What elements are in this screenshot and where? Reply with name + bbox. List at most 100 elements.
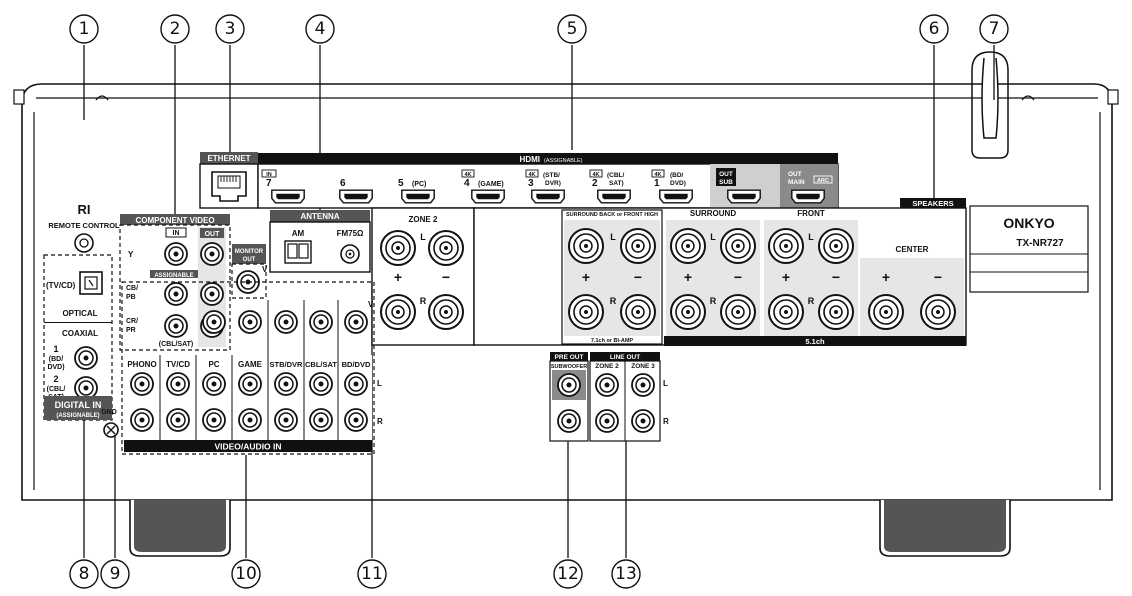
surround-r-minus-terminal[interactable] bbox=[720, 294, 756, 330]
svg-text:L: L bbox=[808, 232, 814, 242]
svg-text:(CBL/SAT): (CBL/SAT) bbox=[159, 341, 193, 348]
audio-in-game-l-jack[interactable] bbox=[238, 372, 262, 396]
video-in-bddvd-jack[interactable] bbox=[344, 310, 368, 334]
surround-back-l-minus-terminal[interactable] bbox=[620, 228, 656, 264]
hdmi-out-sub-port[interactable] bbox=[727, 189, 761, 204]
svg-text:IN: IN bbox=[266, 172, 272, 178]
hdmi-in-7-port[interactable] bbox=[271, 189, 305, 204]
tvcd-label: (TV/CD) bbox=[46, 281, 76, 290]
component-in-y-jack[interactable] bbox=[164, 242, 188, 266]
svg-text:(STB/: (STB/ bbox=[543, 172, 560, 179]
audio-in-pc-l-jack[interactable] bbox=[202, 372, 226, 396]
audio-in-bddvd-l-jack[interactable] bbox=[344, 372, 368, 396]
hdmi-out-sub: OUT SUB bbox=[716, 168, 761, 204]
svg-text:+: + bbox=[782, 269, 790, 285]
svg-text:V: V bbox=[368, 300, 374, 309]
callout-6: 6 bbox=[919, 14, 949, 44]
svg-text:(ASSIGNABLE): (ASSIGNABLE) bbox=[56, 413, 99, 419]
ri-logo: RI bbox=[78, 202, 91, 217]
component-in-cb-jack[interactable] bbox=[164, 282, 188, 306]
component-extra-jack[interactable] bbox=[202, 310, 226, 334]
video-in-cblsat-jack[interactable] bbox=[309, 310, 333, 334]
coaxial-1-jack[interactable] bbox=[74, 346, 98, 370]
svg-text:−: − bbox=[442, 269, 450, 285]
audio-in-cblsat-r-jack[interactable] bbox=[309, 408, 333, 432]
surround-back-r-minus-terminal[interactable] bbox=[620, 294, 656, 330]
zone2-line-out-r-jack[interactable] bbox=[595, 409, 619, 433]
audio-in-cblsat-l-jack[interactable] bbox=[309, 372, 333, 396]
video-in-stbdvr-jack[interactable] bbox=[274, 310, 298, 334]
svg-text:4K: 4K bbox=[464, 172, 471, 178]
hdmi-out-main-port[interactable] bbox=[791, 189, 825, 204]
video-audio-in-title: VIDEO/AUDIO IN bbox=[214, 442, 281, 452]
hdmi-in-4-port[interactable] bbox=[471, 189, 505, 204]
callout-8: 8 bbox=[69, 559, 99, 589]
ri-remote-control: RI REMOTE CONTROL bbox=[48, 202, 120, 253]
zone2-r-minus-terminal[interactable] bbox=[428, 294, 464, 330]
am-antenna-terminal[interactable] bbox=[284, 240, 312, 264]
remote-control-jack[interactable] bbox=[74, 233, 94, 253]
hdmi-in-3-port[interactable] bbox=[531, 189, 565, 204]
video-in-game-jack[interactable] bbox=[238, 310, 262, 334]
zone2-line-out-l-jack[interactable] bbox=[595, 373, 619, 397]
audio-in-stbdvr-l-jack[interactable] bbox=[274, 372, 298, 396]
surround-l-minus-terminal[interactable] bbox=[720, 228, 756, 264]
fm-antenna-jack[interactable] bbox=[340, 244, 360, 264]
audio-in-bddvd-r-jack[interactable] bbox=[344, 408, 368, 432]
center-plus-terminal[interactable] bbox=[868, 294, 904, 330]
front-r-plus-terminal[interactable] bbox=[768, 294, 804, 330]
front-l-plus-terminal[interactable] bbox=[768, 228, 804, 264]
svg-text:2: 2 bbox=[592, 178, 598, 189]
ethernet-port[interactable] bbox=[211, 171, 247, 202]
svg-text:SUBWOOFER: SUBWOOFER bbox=[551, 364, 587, 370]
component-video-title: COMPONENT VIDEO bbox=[135, 216, 214, 225]
center-minus-terminal[interactable] bbox=[920, 294, 956, 330]
component-in-cr-jack[interactable] bbox=[164, 314, 188, 338]
component-out-cb-jack[interactable] bbox=[200, 282, 224, 306]
audio-in-pc-r-jack[interactable] bbox=[202, 408, 226, 432]
hdmi-in-5-port[interactable] bbox=[401, 189, 435, 204]
audio-in-game-r-jack[interactable] bbox=[238, 408, 262, 432]
svg-text:6: 6 bbox=[340, 178, 346, 189]
zone3-line-out-l-jack[interactable] bbox=[631, 373, 655, 397]
svg-text:(ASSIGNABLE): (ASSIGNABLE) bbox=[544, 158, 583, 164]
audio-in-tvcd-l-jack[interactable] bbox=[166, 372, 190, 396]
hdmi-in-2-port[interactable] bbox=[597, 189, 631, 204]
front-r-minus-terminal[interactable] bbox=[818, 294, 854, 330]
zone2-l-minus-terminal[interactable] bbox=[428, 230, 464, 266]
surround-back-r-plus-terminal[interactable] bbox=[568, 294, 604, 330]
svg-text:7: 7 bbox=[989, 19, 1000, 39]
svg-text:ZONE 3: ZONE 3 bbox=[631, 363, 655, 370]
surround-r-plus-terminal[interactable] bbox=[670, 294, 706, 330]
svg-text:DVD): DVD) bbox=[47, 364, 64, 371]
subwoofer-1-jack[interactable] bbox=[557, 373, 581, 397]
audio-in-stbdvr-r-jack[interactable] bbox=[274, 408, 298, 432]
hdmi-in-6-port[interactable] bbox=[339, 189, 373, 204]
front-l-minus-terminal[interactable] bbox=[818, 228, 854, 264]
monitor-out-group: MONITOR OUT V bbox=[231, 244, 268, 299]
coaxial-2-jack[interactable] bbox=[74, 376, 98, 400]
audio-in-phono-r-jack[interactable] bbox=[130, 408, 154, 432]
zone3-line-out-r-jack[interactable] bbox=[631, 409, 655, 433]
front-label: FRONT bbox=[797, 209, 825, 218]
hdmi-in-4: 4K 4 (GAME) bbox=[461, 169, 505, 204]
gnd-screw[interactable] bbox=[103, 422, 119, 438]
svg-text:−: − bbox=[634, 269, 642, 285]
hdmi-in-1-port[interactable] bbox=[659, 189, 693, 204]
zone2-r-plus-terminal[interactable] bbox=[380, 294, 416, 330]
callout-11: 11 bbox=[357, 559, 387, 589]
svg-text:8: 8 bbox=[79, 564, 90, 584]
audio-in-tvcd-r-jack[interactable] bbox=[166, 408, 190, 432]
component-out-y-jack[interactable] bbox=[200, 242, 224, 266]
svg-text:R: R bbox=[420, 296, 427, 306]
audio-in-phono-l-jack[interactable] bbox=[130, 372, 154, 396]
svg-text:DVR): DVR) bbox=[545, 180, 561, 187]
svg-text:9: 9 bbox=[110, 564, 121, 584]
surround-back-l-plus-terminal[interactable] bbox=[568, 228, 604, 264]
surround-l-plus-terminal[interactable] bbox=[670, 228, 706, 264]
digital-in-group: (TV/CD) OPTICAL COAXIAL 1 (BD/ DVD) 2 (C… bbox=[43, 254, 119, 438]
subwoofer-2-jack[interactable] bbox=[557, 409, 581, 433]
zone2-l-plus-terminal[interactable] bbox=[380, 230, 416, 266]
svg-text:PR: PR bbox=[126, 327, 136, 334]
optical-jack[interactable] bbox=[79, 271, 103, 295]
